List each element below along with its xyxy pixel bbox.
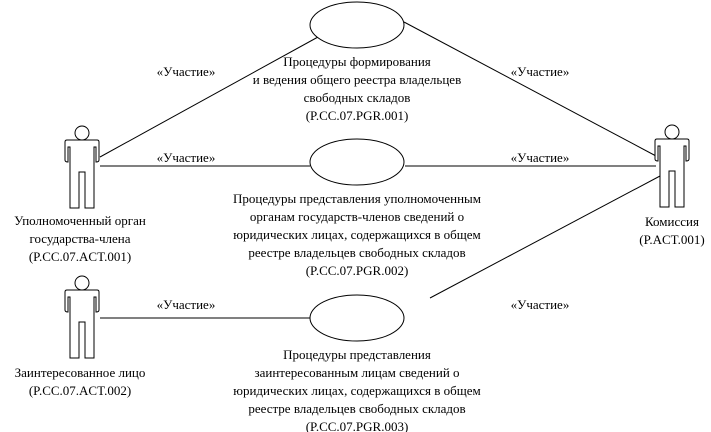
label-line: Процедуры представления уполномоченным <box>233 191 481 206</box>
use-case-ellipse-3[interactable] <box>309 294 405 342</box>
label-line: свободных складов <box>304 90 411 105</box>
label-line: юридических лицах, содержащихся в общем <box>233 227 480 242</box>
label-line: органам государств-членов сведений о <box>250 209 464 224</box>
use-case-ellipse-1[interactable] <box>309 1 405 49</box>
label-line: Комиссия <box>645 214 699 229</box>
label-line: (P.CC.07.PGR.002) <box>306 263 409 278</box>
actor-icon-authorized-body[interactable] <box>64 125 100 209</box>
use-case-label-2: Процедуры представления уполномоченным о… <box>233 191 481 278</box>
association-label: «Участие» <box>511 64 570 79</box>
label-line: Процедуры формирования <box>283 54 431 69</box>
association-line-actor1-uc1 <box>99 36 319 158</box>
association-label: «Участие» <box>511 150 570 165</box>
actor-icon-commission[interactable] <box>654 124 690 208</box>
association-label: «Участие» <box>157 64 216 79</box>
label-line: (P.ACT.001) <box>639 232 704 247</box>
use-case-ellipse-2[interactable] <box>309 138 405 186</box>
label-line: (P.CC.07.PGR.001) <box>306 108 409 123</box>
association-label: «Участие» <box>157 150 216 165</box>
use-case-label-3: Процедуры представления заинтересованным… <box>233 347 480 432</box>
label-line: реестре владельцев свободных складов <box>248 401 465 416</box>
label-line: Заинтересованное лицо <box>15 365 146 380</box>
label-line: (P.CC.07.PGR.003) <box>306 419 409 432</box>
label-line: реестре владельцев свободных складов <box>248 245 465 260</box>
association-label: «Участие» <box>511 297 570 312</box>
actor-label-interested-person: Заинтересованное лицо (P.CC.07.ACT.002) <box>15 365 146 398</box>
actor-label-commission: Комиссия (P.ACT.001) <box>639 214 704 247</box>
association-line-uc1-commission <box>403 21 657 157</box>
use-case-label-1: Процедуры формирования и ведения общего … <box>253 54 461 123</box>
label-line: юридических лицах, содержащихся в общем <box>233 383 480 398</box>
label-line: Уполномоченный орган <box>14 213 146 228</box>
label-line: (P.CC.07.ACT.002) <box>29 383 131 398</box>
label-line: (P.CC.07.ACT.001) <box>29 249 131 264</box>
label-line: государства-члена <box>29 231 130 246</box>
label-line: Процедуры представления <box>283 347 431 362</box>
label-line: заинтересованным лицам сведений о <box>254 365 459 380</box>
actor-icon-interested-person[interactable] <box>64 275 100 359</box>
actor-label-authorized-body: Уполномоченный орган государства-члена (… <box>14 213 146 264</box>
label-line: и ведения общего реестра владельцев <box>253 72 461 87</box>
association-line-uc3-commission <box>429 175 661 299</box>
association-label: «Участие» <box>157 297 216 312</box>
